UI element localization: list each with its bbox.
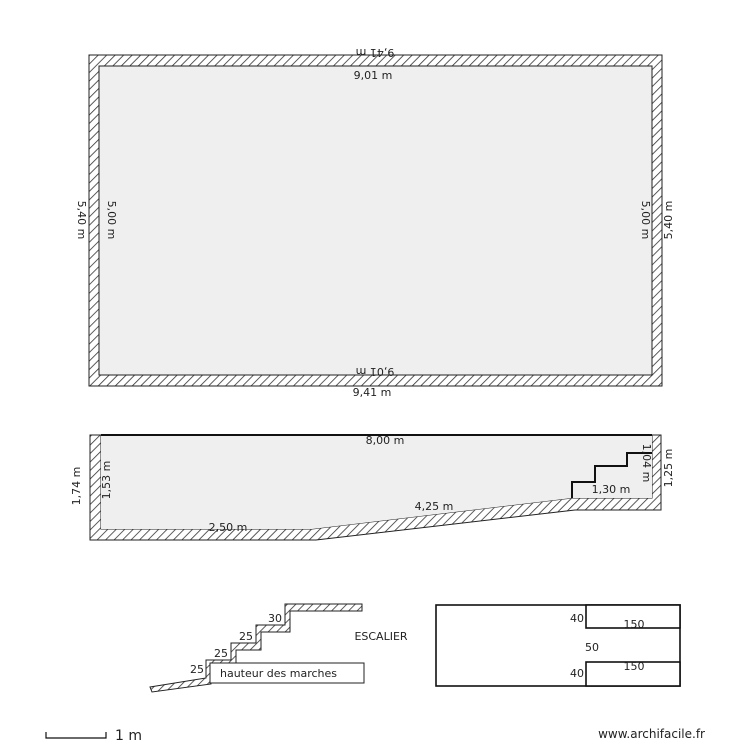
slope-label: 4,25 m <box>415 500 454 513</box>
stairs-note: hauteur des marches <box>220 667 337 680</box>
riser-3-label: 25 <box>239 630 253 643</box>
shallow-inner-height-label: 1,04 m <box>640 444 653 483</box>
stairs-detail: 25 25 25 30 ESCALIER hauteur des marches <box>149 603 408 693</box>
right-outer-height-label: 5,40 m <box>662 201 675 240</box>
stairs-plan-step-top <box>585 604 681 629</box>
shallow-outer-height-label: 1,25 m <box>662 449 675 488</box>
riser-4-label: 30 <box>268 612 282 625</box>
deep-outer-height-label: 1,74 m <box>70 467 83 506</box>
left-outer-height-label: 5,40 m <box>75 201 88 240</box>
stairs-plan-edge-bottom: 40 <box>570 667 584 680</box>
section-water <box>101 435 652 529</box>
section-length-label: 8,00 m <box>366 434 405 447</box>
stairs-plan-step-bottom <box>585 661 681 687</box>
scale-bar-label: 1 m <box>115 728 142 744</box>
stairs-title: ESCALIER <box>354 630 407 643</box>
pool-section-view: 8,00 m 1,74 m 1,53 m 1,04 m 1,25 m 2,50 … <box>70 434 675 541</box>
footer-credit[interactable]: www.archifacile.fr <box>598 727 705 741</box>
stairs-plan-step-top-label: 150 <box>624 618 645 631</box>
scale-bar: 1 m <box>45 728 142 744</box>
bottom-outer-width-label: 9,41 m <box>353 386 392 399</box>
top-inner-width-label: 9,01 m <box>354 69 393 82</box>
section-steps <box>571 452 652 498</box>
pool-top-view: 9,41 m 9,01 m 9,01 m 9,41 m 5,40 m 5,00 … <box>75 46 675 399</box>
flat-bottom-label: 2,50 m <box>209 521 248 534</box>
scale-bar-line <box>45 732 107 739</box>
bottom-inner-width-label: 9,01 m <box>356 365 395 378</box>
riser-1-label: 25 <box>190 663 204 676</box>
stairs-base-label: 1,30 m <box>592 483 631 496</box>
stairs-plan: 40 150 50 150 40 <box>435 604 681 687</box>
right-inner-height-label: 5,00 m <box>639 201 652 240</box>
left-inner-height-label: 5,00 m <box>105 201 118 240</box>
stairs-plan-step-bottom-label: 150 <box>624 660 645 673</box>
riser-2-label: 25 <box>214 647 228 660</box>
stairs-plan-edge-top: 40 <box>570 612 584 625</box>
deep-inner-height-label: 1,53 m <box>100 461 113 500</box>
stairs-note-box <box>209 662 365 684</box>
top-outer-width-label: 9,41 m <box>356 46 395 59</box>
stairs-plan-middle: 50 <box>585 641 599 654</box>
top-view-water <box>98 65 653 376</box>
